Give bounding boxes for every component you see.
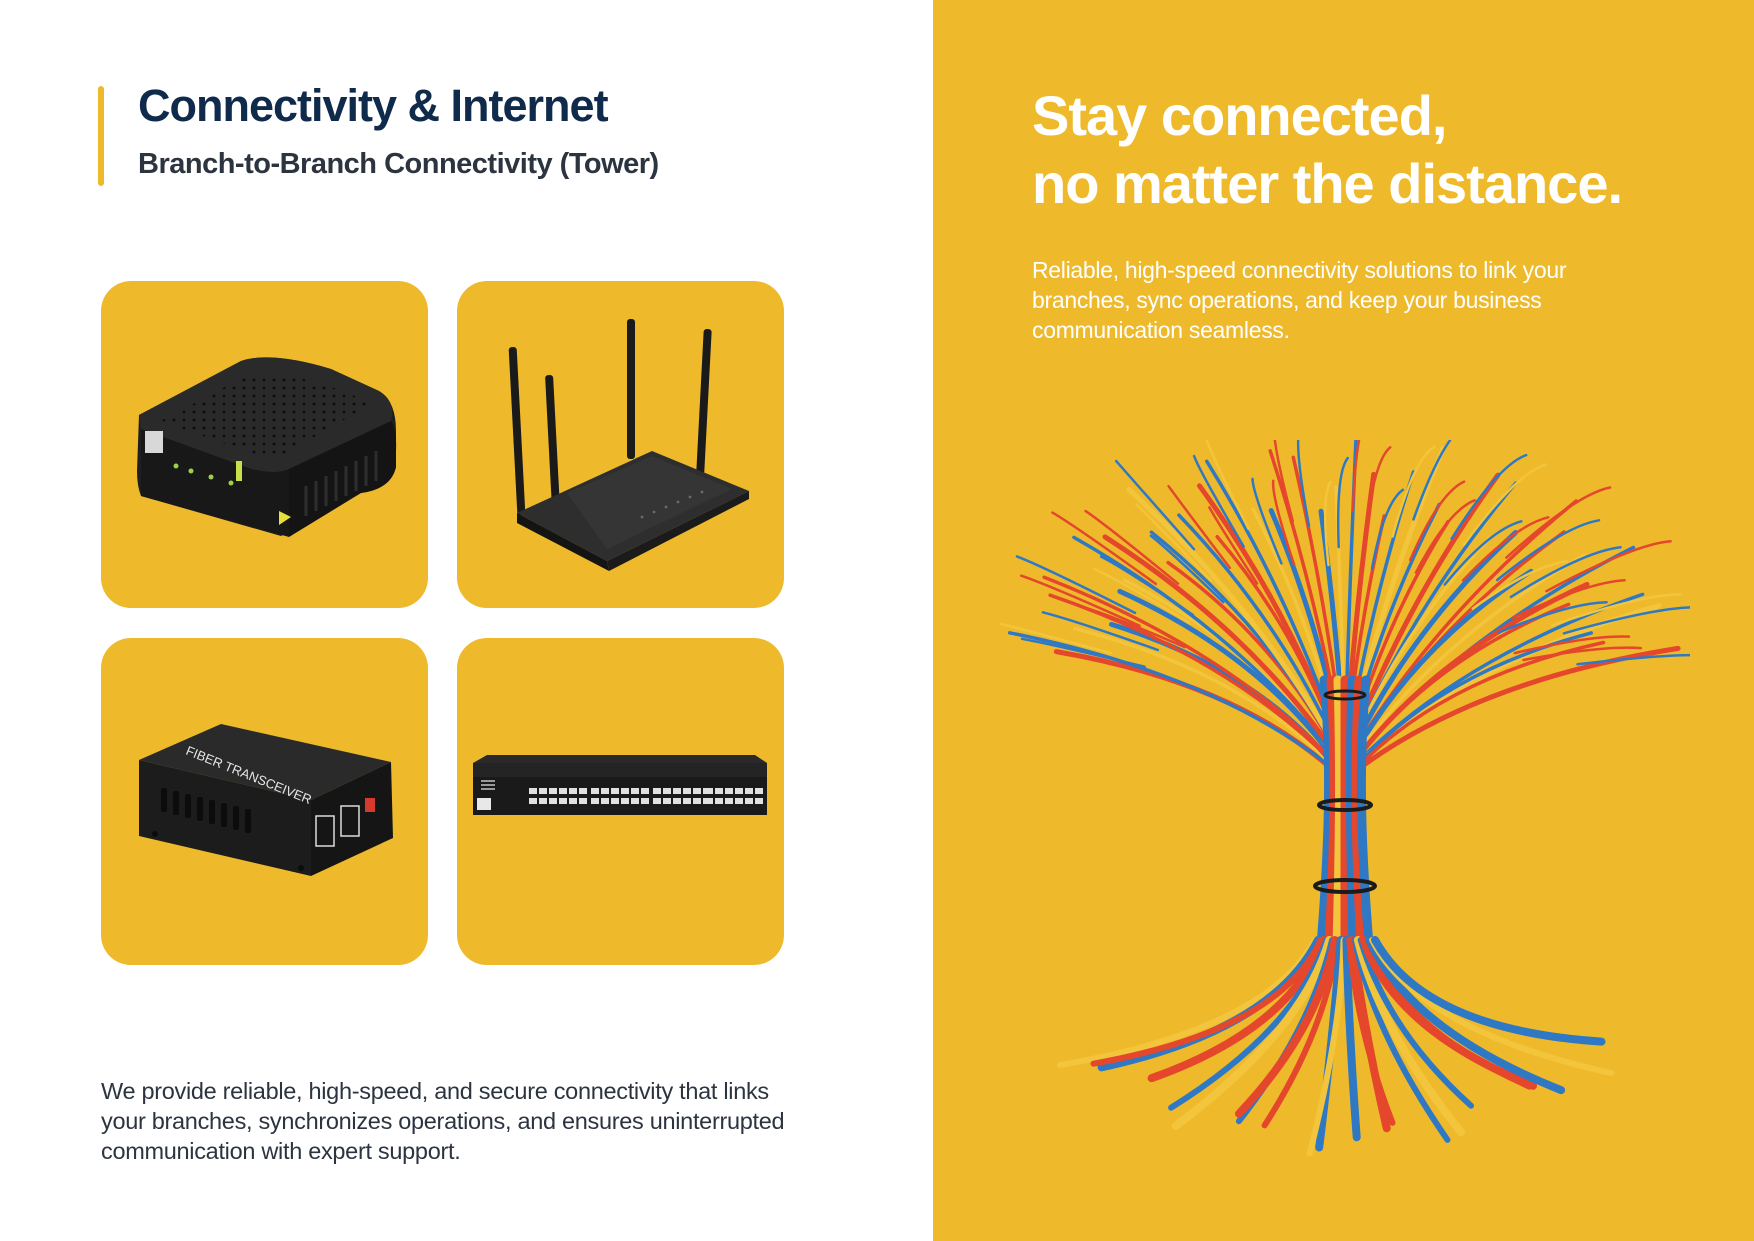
cable-root	[1171, 936, 1334, 1130]
cable-root	[1306, 937, 1347, 1157]
cable-twig	[1408, 480, 1466, 562]
cable-branch	[1349, 568, 1534, 761]
cable-twig	[1391, 445, 1436, 538]
cable-twig	[1495, 519, 1601, 582]
cable-root	[1357, 937, 1474, 1109]
cable-branch	[1042, 575, 1338, 766]
page-title: Connectivity & Internet	[138, 80, 609, 131]
cable-twig	[1551, 592, 1682, 627]
device-card-transceiver: FIBER TRANSCEIVER	[101, 638, 428, 965]
cable-twig	[1443, 520, 1523, 586]
hero-headline: Stay connected, no matter the distance.	[1032, 82, 1623, 218]
cable-trunk-strand	[1332, 675, 1345, 965]
modem-icon	[137, 357, 397, 537]
cable-twig	[1545, 540, 1672, 593]
cable-twig	[1271, 479, 1296, 566]
cable-twig	[1509, 546, 1622, 599]
cable-twig	[1462, 463, 1547, 546]
cable-trunk-strand	[1323, 675, 1339, 965]
cable-branch	[1353, 592, 1645, 767]
hero-headline-line1: Stay connected,	[1032, 84, 1447, 147]
cable-trunk-strand	[1315, 675, 1334, 965]
cable-twig	[1041, 611, 1160, 652]
cable-root	[1371, 936, 1606, 1046]
cable-root	[1090, 937, 1324, 1067]
cable-twig	[1363, 446, 1392, 540]
cable-twig	[1251, 477, 1283, 565]
intro-paragraph: We provide reliable, high-speed, and sec…	[101, 1078, 785, 1164]
hero-tagline: Reliable, high-speed connectivity soluti…	[1032, 257, 1567, 343]
cable-twig	[1051, 511, 1158, 586]
cable-twig	[1114, 459, 1196, 551]
cable-tie-top	[1323, 689, 1367, 701]
cable-twig	[1562, 606, 1690, 635]
cable-twig	[1497, 601, 1608, 634]
cable-trunk-strand	[1351, 675, 1367, 965]
cable-branch	[1117, 588, 1339, 765]
wifi-router-icon	[508, 319, 749, 571]
cable-twig	[1522, 646, 1643, 662]
hero-headline-line2: no matter the distance.	[1032, 152, 1623, 215]
cable-twig	[1084, 509, 1180, 585]
cable-twig	[1513, 635, 1631, 655]
cable-twig	[1450, 453, 1528, 541]
cable-root	[1348, 936, 1391, 1133]
cable-twig	[1471, 560, 1569, 610]
cable-trunk-strand	[1345, 675, 1358, 965]
cable-twig	[1149, 534, 1225, 604]
cable-root	[1365, 936, 1566, 1095]
cable-branch	[1048, 593, 1337, 767]
cable-twig	[1511, 579, 1626, 620]
cable-root	[1261, 937, 1341, 1129]
cable-twig	[1015, 555, 1137, 615]
cable-twig	[1296, 440, 1311, 528]
cable-twig	[1461, 516, 1550, 582]
device-card-switch	[457, 638, 784, 965]
device-card-modem	[101, 281, 428, 608]
cable-twig	[1019, 574, 1141, 628]
cable-root	[1235, 936, 1339, 1118]
cable-twig	[1167, 484, 1232, 570]
cable-root	[1147, 936, 1328, 1083]
cable-twig	[1412, 440, 1452, 521]
cable-twig	[1576, 653, 1690, 666]
cable-twig	[1370, 488, 1405, 570]
cable-twig	[1505, 486, 1612, 559]
cable-twig	[1135, 503, 1213, 582]
cable-root	[1353, 936, 1466, 1137]
cable-branch	[1007, 631, 1336, 771]
cable-twig	[1205, 440, 1250, 531]
network-switch-icon	[473, 755, 767, 815]
cable-twig	[1351, 440, 1361, 513]
page-subtitle: Branch-to-Branch Connectivity (Tower)	[138, 148, 659, 180]
cable-tie-middle	[1317, 798, 1373, 812]
cable-branch	[1126, 486, 1342, 757]
cable-twig	[1208, 506, 1259, 585]
cable-root	[1342, 936, 1361, 1142]
device-card-router	[457, 281, 784, 608]
cable-branch	[1073, 626, 1336, 770]
cable-branch	[1072, 535, 1340, 762]
cable-twig	[1093, 567, 1191, 625]
cable-branch	[1350, 553, 1586, 762]
left-panel: Connectivity & Internet Branch-to-Branch…	[98, 80, 785, 1164]
cable-trunk-strand	[1356, 675, 1375, 965]
cable-tie-bottom	[1313, 878, 1377, 894]
cable-twig	[1273, 440, 1295, 523]
fiber-transceiver-icon: FIBER TRANSCEIVER	[139, 724, 393, 876]
cable-tree-icon	[1000, 440, 1690, 1157]
cable-branch	[1102, 534, 1341, 761]
cable-twig	[1414, 499, 1476, 574]
cable-twig	[1323, 480, 1332, 567]
cable-twig	[1336, 456, 1350, 549]
title-accent-bar	[98, 86, 104, 186]
cable-twig	[1000, 622, 1113, 655]
cable-twig	[1192, 454, 1245, 548]
